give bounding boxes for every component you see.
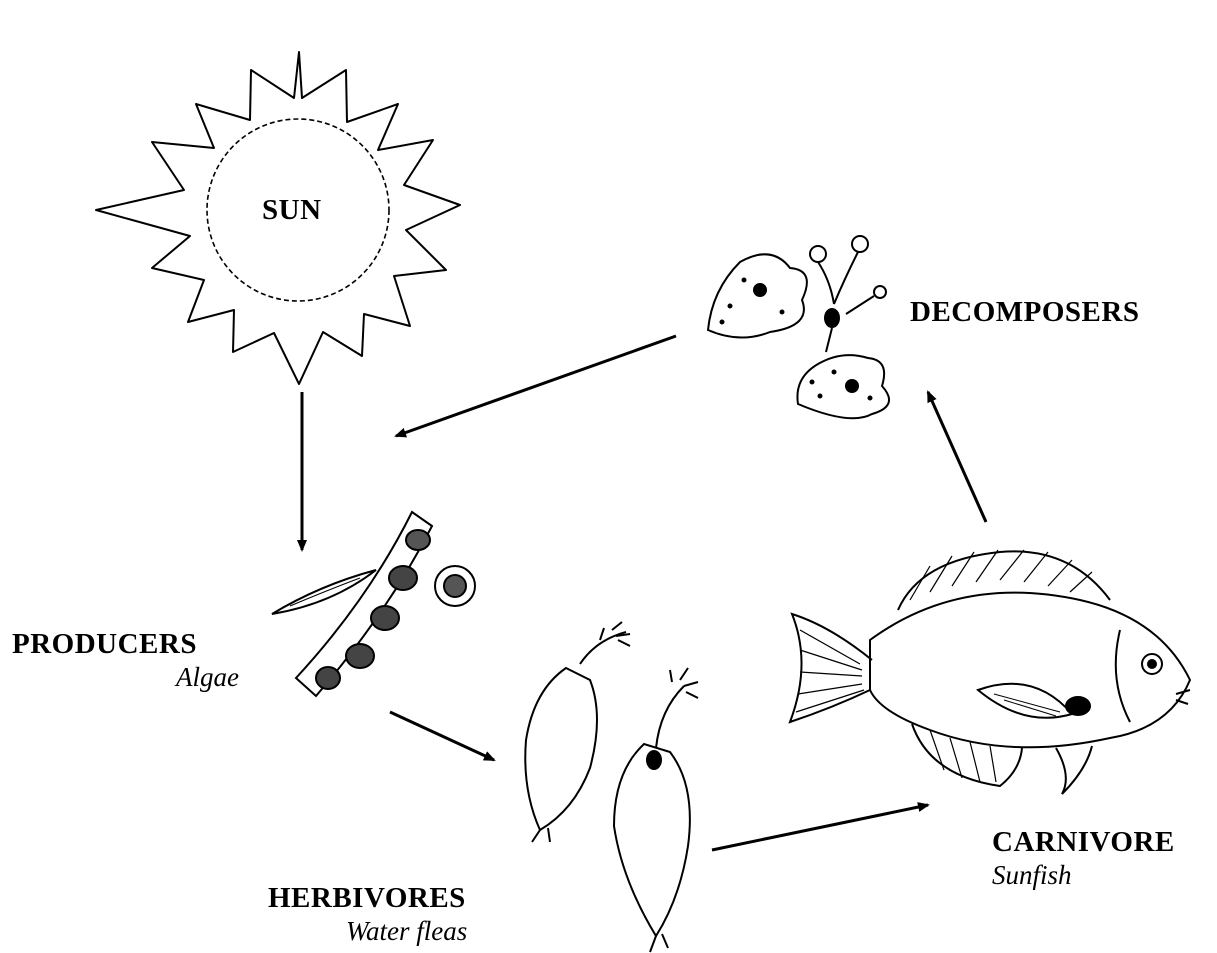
producers-label: PRODUCERS [12, 630, 197, 659]
carnivore-sublabel: Sunfish [992, 862, 1072, 889]
arrow-producers-to-herbivores [390, 712, 494, 760]
arrow-carnivore-to-decomposers [928, 392, 986, 522]
arrows [302, 336, 986, 850]
sunfish-icon [790, 550, 1190, 794]
sun-label: SUN [262, 196, 322, 225]
herbivores-sublabel: Water fleas [346, 918, 467, 945]
producers-sublabel: Algae [176, 664, 239, 691]
carnivore-label: CARNIVORE [992, 828, 1175, 857]
decomposers-label: DECOMPOSERS [910, 298, 1139, 327]
water-fleas-icon [525, 622, 698, 952]
arrow-decomposers-to-producers [396, 336, 676, 436]
herbivores-label: HERBIVORES [268, 884, 466, 913]
arrow-herbivores-to-carnivore [712, 805, 928, 850]
decomposers-icon [708, 236, 889, 418]
